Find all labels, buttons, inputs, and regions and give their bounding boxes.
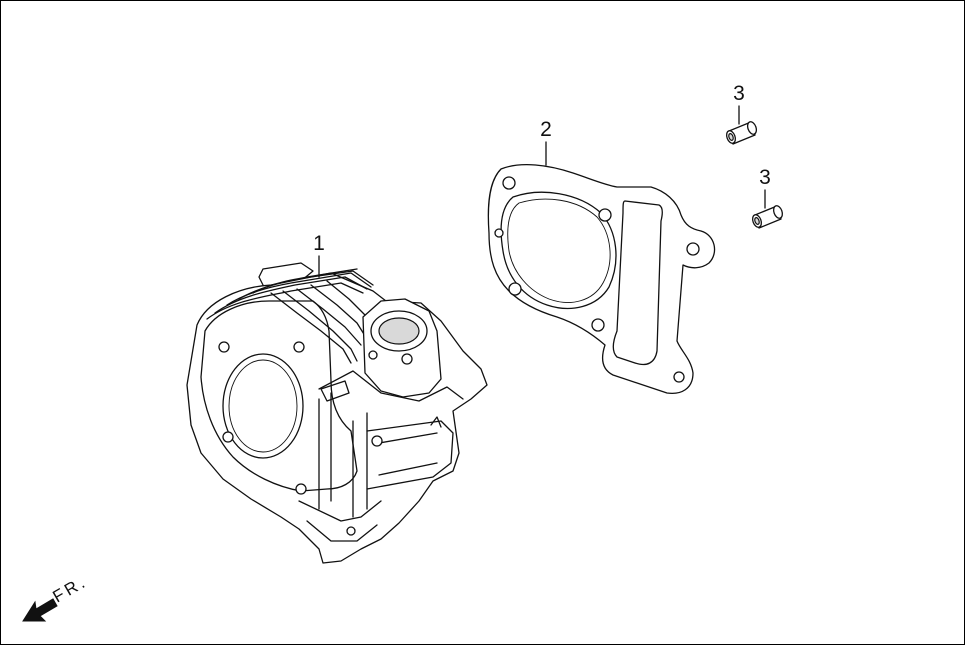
front-direction-label: FR.: [50, 572, 91, 607]
callout-3a: 3: [733, 82, 745, 125]
callout-label-1: 1: [313, 232, 325, 255]
front-arrow-icon: [22, 598, 58, 622]
callout-3b: 3: [759, 166, 771, 209]
dowel-pin-lower: [751, 205, 784, 229]
cylinder-part: [186, 262, 488, 564]
callout-1: 1: [313, 232, 325, 278]
cylinder-base-gasket: [487, 164, 716, 395]
callout-label-3b: 3: [759, 166, 771, 189]
callout-2: 2: [540, 118, 552, 166]
callout-label-3a: 3: [733, 82, 745, 105]
front-direction-indicator: FR.: [22, 572, 91, 622]
callout-label-2: 2: [540, 118, 552, 141]
dowel-pin-upper: [725, 121, 758, 145]
